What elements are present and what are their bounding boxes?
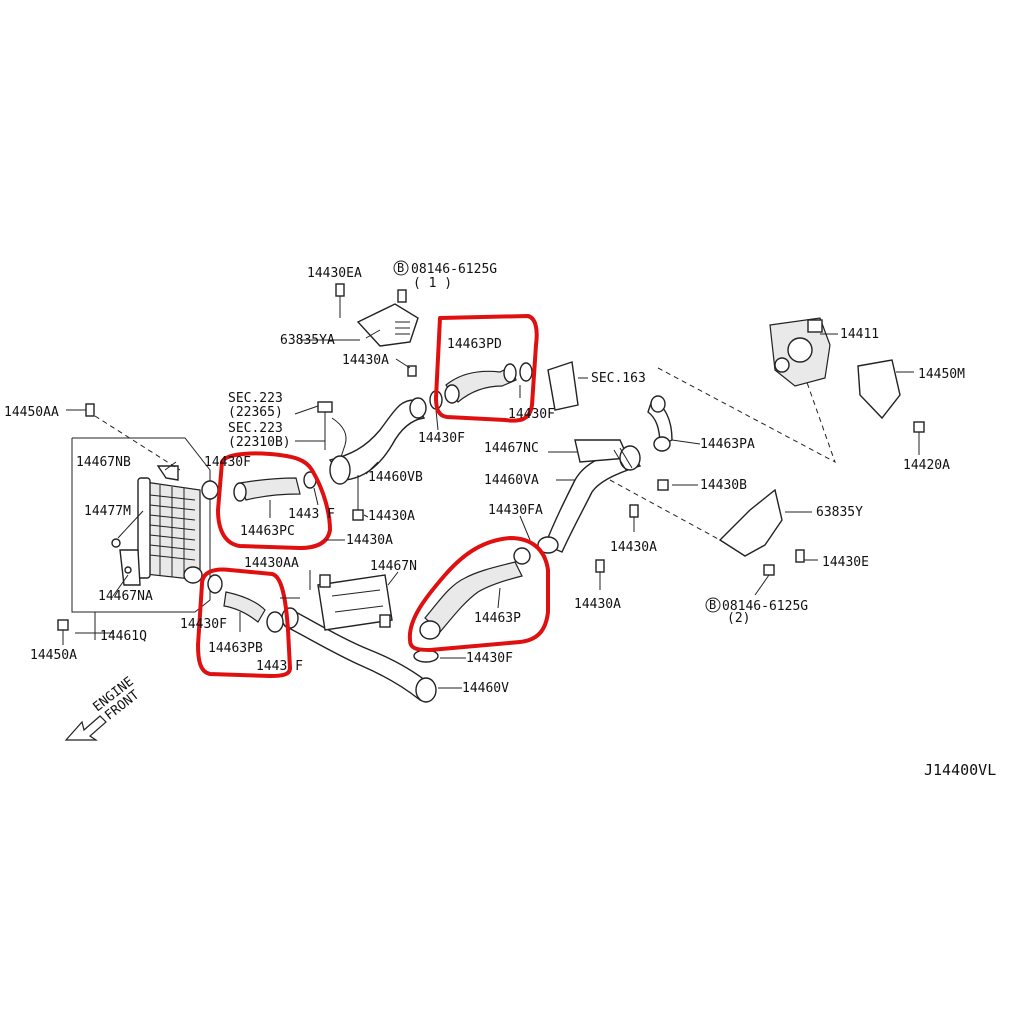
label-08146-top: 08146-6125G [411,262,497,277]
label-14430A-r: 14430A [610,540,657,555]
label-sec163: SEC.163 [591,371,646,386]
highlight-14463PC [216,451,332,550]
leader-lines [280,339,701,689]
label-14461Q: 14461Q [100,629,147,644]
charge-pipe-14460VB [328,397,427,521]
bolt-symbol-letter-bottom: B [709,598,716,612]
label-sec223a-sub: (22365) [228,405,283,420]
label-14467N: 14467N [370,559,417,574]
label-14430A-mid: 14430A [368,509,415,524]
label-sec223b: SEC.223 [228,421,283,436]
label-08146-bot: 08146-6125G [722,599,808,614]
label-14430A-mid2: 14430A [346,533,393,548]
top-bracket-parts [317,283,419,461]
charge-pipe-14460VA [537,439,642,554]
label-14420A: 14420A [903,458,950,473]
label-14467NC: 14467NC [484,441,539,456]
label-14467NA: 14467NA [98,589,153,604]
label-14430F-pc: 14430F [204,455,251,470]
label-14477M: 14477M [84,504,131,519]
label-63835Y: 63835Y [816,505,863,520]
label-14463PC: 14463PC [240,524,295,539]
label-14430EA: 14430EA [307,266,362,281]
label-1443-F: 1443 F [288,507,335,522]
label-14430A-b: 14430A [574,597,621,612]
label-sec223b-sub: (22310B) [228,435,291,450]
turbo-assembly [547,317,925,596]
front-arrow-icon [64,715,107,741]
label-14430B: 14430B [700,478,747,493]
label-14430F-pd: 14430F [508,407,555,422]
label-14430AA: 14430AA [244,556,299,571]
label-14463PA: 14463PA [700,437,755,452]
highlight-14463P [407,536,550,652]
label-14450AA: 14450AA [4,405,59,420]
highlight-14463PD [434,314,539,423]
hose-14463PA [647,395,673,452]
label-63835YA: 63835YA [280,333,335,348]
bracket-14467N [317,571,399,631]
label-14460VA: 14460VA [484,473,539,488]
label-14430A-top: 14430A [342,353,389,368]
label-14430F-mid: 14430F [418,431,465,446]
hose-14463P [413,547,531,663]
bolt-symbol-icon [393,260,409,276]
label-14430F-pb: 14430F [180,617,227,632]
label-14430E: 14430E [822,555,869,570]
label-14430F-p: 14430F [466,651,513,666]
label-08146-bot-qty: (2) [727,611,750,626]
label-14430FA: 14430FA [488,503,543,518]
label-1443-F-pb: 1443 F [256,659,303,674]
intercooler-assembly [57,403,219,645]
label-14467NB: 14467NB [76,455,131,470]
highlight-14463PB [196,567,292,678]
engine-front-indicator: ENGINE FRONT [64,674,142,741]
label-14463P: 14463P [474,611,521,626]
label-14460VB: 14460VB [368,470,423,485]
label-14411: 14411 [840,327,879,342]
part-labels: 14430EA B 08146-6125G ( 1 ) 63835YA 1443… [4,260,965,696]
hose-14463PB [207,574,284,633]
label-14463PB: 14463PB [208,641,263,656]
label-08146-top-qty: ( 1 ) [413,276,452,291]
bolt-symbol-icon [705,597,721,613]
label-sec223a: SEC.223 [228,391,283,406]
label-14450A: 14450A [30,648,77,663]
label-14463PD: 14463PD [447,337,502,352]
label-14460V: 14460V [462,681,509,696]
bolt-symbol-letter: B [397,261,404,275]
label-14450M: 14450M [918,367,965,382]
diagram-code: J14400VL [924,761,996,779]
